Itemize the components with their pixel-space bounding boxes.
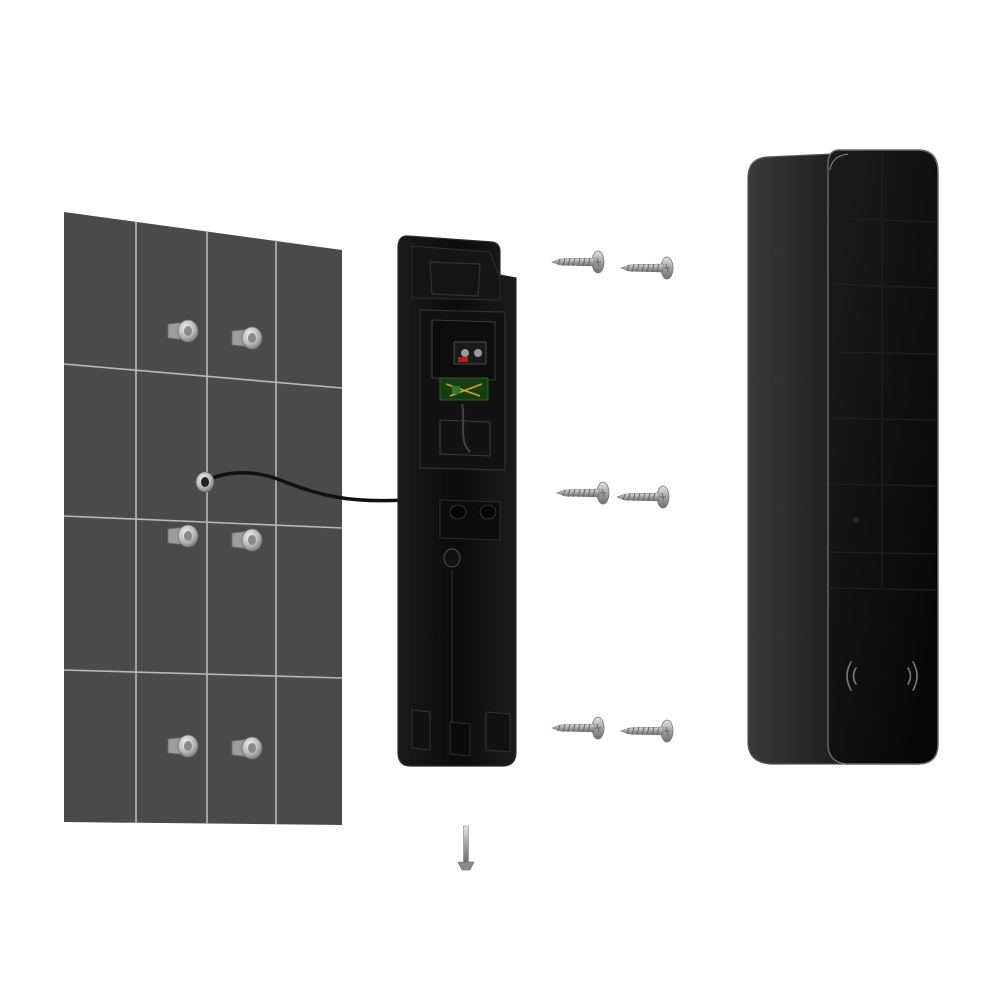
wall-anchor-icon: [167, 524, 199, 548]
red-wire: [458, 357, 468, 362]
wall-anchor-icon: [231, 736, 263, 760]
status-led: [853, 517, 859, 523]
mounting-screws: [551, 250, 674, 743]
mounting-bracket: [397, 235, 517, 767]
screw-icon: [616, 485, 670, 509]
screw-icon: [556, 481, 610, 505]
circuit-board: [439, 377, 489, 401]
screw-icon: [551, 716, 605, 740]
wall-anchor-icon: [167, 734, 199, 758]
keypad-device: [747, 149, 939, 765]
nfc-waves-icon: [846, 661, 918, 691]
wall-anchor-icon: [231, 326, 263, 350]
tiled-wall: [63, 212, 343, 825]
keypad-glass-panel: [827, 149, 939, 765]
locking-screw-icon: [457, 825, 475, 871]
screw-icon: [620, 256, 674, 280]
key-grid: [829, 152, 937, 591]
cable-icon: [195, 471, 406, 503]
wall-anchor-icon: [167, 319, 199, 343]
tile-grout-lines: [63, 222, 343, 824]
screw-icon: [620, 719, 674, 743]
wall-anchor-icon: [231, 528, 263, 552]
screw-icon: [551, 250, 605, 274]
